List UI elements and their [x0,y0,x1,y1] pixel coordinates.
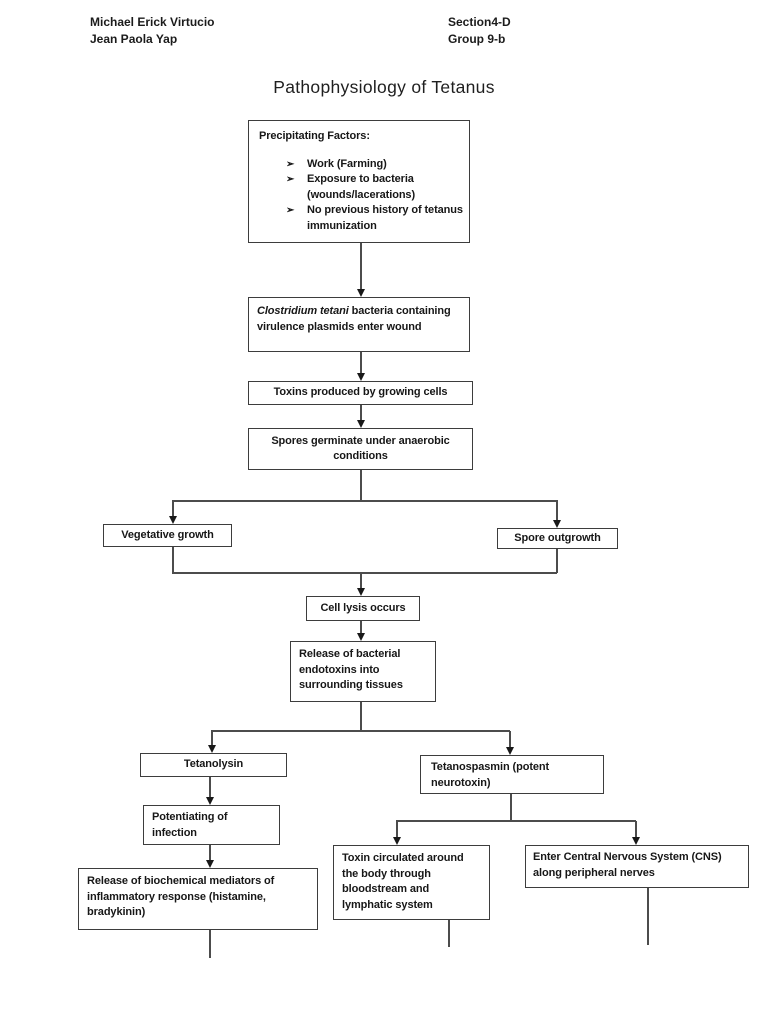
connector-line [172,501,174,516]
author-name-2: Jean Paola Yap [90,32,178,46]
connector-line [635,821,637,837]
flow-box-spores-germinate: Spores germinate under anaerobic conditi… [248,428,473,470]
flow-box-spore-outgrowth: Spore outgrowth [497,528,618,549]
connector-line [209,845,211,860]
list-item-text: Work (Farming) [307,157,387,170]
connector-line [360,243,362,289]
connector-line [509,731,511,747]
connector-line [556,549,558,573]
flow-box-tetanospasmin: Tetanospasmin (potent neurotoxin) [420,755,604,794]
list-item-text: Exposure to bacteria (wounds/lacerations… [307,173,416,201]
group-label: Group 9-b [448,32,506,46]
clostridium-italic-text: Clostridium tetani [257,305,349,317]
arrowhead-down-icon [356,420,365,428]
connector-line [172,547,174,573]
connector-line [510,794,512,821]
flow-box-tetanolysin: Tetanolysin [140,753,287,777]
connector-line [172,500,559,502]
arrow-bullet-icon: ➢ [286,205,295,216]
list-item: ➢ Work (Farming) [249,157,469,173]
connector-line [396,820,637,822]
precipitating-list: ➢ Work (Farming) ➢ Exposure to bacteria … [249,157,469,235]
flow-box-clostridium-tetani: Clostridium tetani bacteria containing v… [248,297,470,352]
connector-line [360,573,362,588]
arrowhead-down-icon [552,520,561,528]
arrow-bullet-icon: ➢ [286,174,295,185]
arrowhead-down-icon [505,747,514,755]
connector-line [360,405,362,420]
connector-line [211,730,511,732]
clostridium-rest-text: bacteria containing virulence plasmids e… [257,305,451,333]
connector-line [209,777,211,797]
list-item-text: No previous history of tetanus immunizat… [307,204,463,232]
flow-box-biochemical-mediators: Release of biochemical mediators of infl… [78,868,318,930]
arrowhead-down-icon [205,797,214,805]
connector-line [396,821,398,837]
connector-line [211,731,213,746]
flow-box-vegetative-growth: Vegetative growth [103,524,232,547]
connector-line [448,920,450,947]
precipitating-heading: Precipitating Factors: [259,130,370,142]
author-name-1: Michael Erick Virtucio [90,15,215,29]
arrowhead-down-icon [356,588,365,596]
arrow-bullet-icon: ➢ [286,158,295,170]
connector-line [172,572,558,574]
connector-line [360,352,362,373]
connector-line [360,470,362,501]
connector-line [647,888,649,945]
arrowhead-down-icon [168,516,177,524]
arrowhead-down-icon [356,633,365,641]
connector-line [209,930,211,958]
flow-box-precipitating-factors: Precipitating Factors: ➢ Work (Farming) … [248,120,470,243]
section-label: Section4-D [448,15,511,29]
connector-line [360,702,362,731]
connector-line [556,501,558,520]
arrowhead-down-icon [356,289,365,297]
flow-box-potentiating-infection: Potentiating of infection [143,805,280,845]
arrowhead-down-icon [631,837,640,845]
flow-box-endotoxin-release: Release of bacterial endotoxins into sur… [290,641,436,702]
arrowhead-down-icon [205,860,214,868]
flow-box-toxin-circulated: Toxin circulated around the body through… [333,845,490,920]
flow-box-toxins-produced: Toxins produced by growing cells [248,381,473,405]
list-item: ➢ No previous history of tetanus immuniz… [249,203,469,234]
flow-box-enter-cns: Enter Central Nervous System (CNS) along… [525,845,749,888]
connector-line [360,621,362,634]
flow-box-cell-lysis: Cell lysis occurs [306,596,420,621]
arrowhead-down-icon [356,373,365,381]
arrowhead-down-icon [207,745,216,753]
page-title: Pathophysiology of Tetanus [273,77,495,97]
arrowhead-down-icon [392,837,401,845]
list-item: ➢ Exposure to bacteria (wounds/laceratio… [249,172,469,203]
